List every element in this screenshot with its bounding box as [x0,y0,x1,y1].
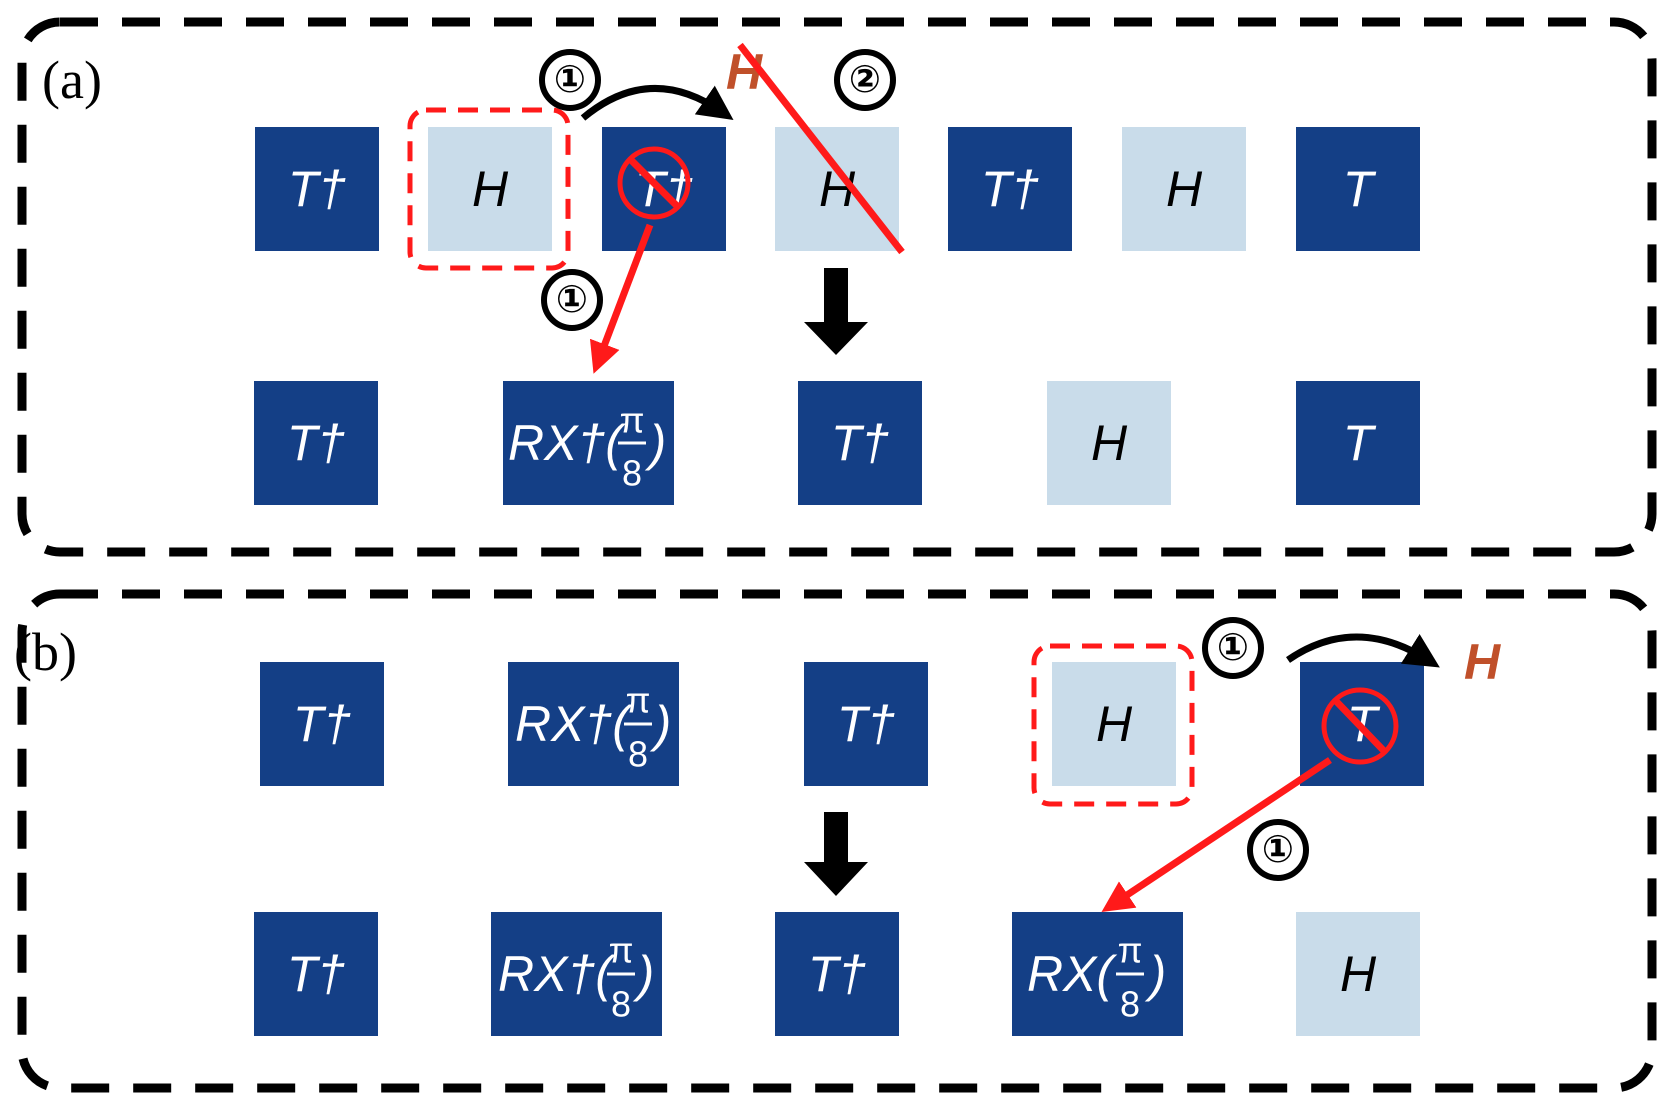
panel-b-forbid-icon [1321,687,1399,765]
panel-a-top-gate-4: T† [948,127,1072,251]
svg-text:T†: T† [808,946,867,1002]
svg-text:②: ② [849,59,881,101]
svg-text:T†: T† [287,946,346,1002]
svg-text:T†: T† [981,161,1040,217]
svg-text:8: 8 [1120,984,1140,1025]
panel-b-bottom-gate-4: H [1296,912,1420,1036]
svg-text:T†: T† [831,415,890,471]
panel-b-bottom-gate-3: RX( π 8 ) [1012,912,1183,1036]
svg-text:H: H [1166,161,1203,217]
panel-a-move-arrow [580,84,734,121]
panel-a-down-arrow [804,268,868,355]
panel-a-bottom-gate-3: H [1047,381,1171,505]
panel-a-top-gate-5: H [1122,127,1246,251]
panel-a-top-gate-1: H [428,127,552,251]
panel-b-label: (b) [14,622,77,682]
panel-a-forbid-icon [617,146,691,220]
svg-text:T: T [1343,161,1377,217]
svg-text:H: H [1091,415,1128,471]
panel-b-step-1-bottom: ① [1247,819,1309,881]
svg-text:8: 8 [628,734,648,775]
panel-b-bottom-gate-1: RX†( π 8 ) [491,912,662,1036]
panel-b-merge-arrow [1101,757,1332,912]
panel-b-top-gate-3: H [1052,662,1176,786]
svg-text:H: H [1340,946,1377,1002]
svg-text:): ) [1145,946,1167,1002]
panel-b-bottom-gate-2: T† [775,912,899,1036]
panel-a: (a) T† H T† H T† H T [17,17,1657,557]
panel-b-top-gate-0: T† [260,662,384,786]
panel-a-label: (a) [42,50,102,110]
svg-text:π: π [626,680,651,721]
panel-a-top-gate-0: T† [255,127,379,251]
panel-a-bottom-gate-4: T [1296,381,1420,505]
panel-a-step-1-bottom: ① [541,269,603,331]
panel-a-forbid-slash [627,156,681,210]
svg-text:T†: T† [837,696,896,752]
panel-b: (b) T† RX†( π 8 ) T† H T H [14,589,1657,1093]
panel-a-bottom-gate-0: T† [254,381,378,505]
svg-text:T†: T† [293,696,352,752]
panel-a-top-gate-6: T [1296,127,1420,251]
svg-text:T†: T† [288,161,347,217]
panel-b-selected-gate-box [1031,643,1195,807]
panel-a-bottom-gate-1: RX†( π 8 ) [503,381,674,505]
svg-text:①: ① [554,59,586,101]
panel-b-bottom-gate-0: T† [254,912,378,1036]
panel-b-forbid-slash [1332,697,1388,755]
svg-text:T: T [1343,415,1377,471]
panel-b-moved-h: H [1464,634,1501,690]
svg-text:8: 8 [611,984,631,1025]
svg-text:H: H [472,161,509,217]
svg-text:①: ① [556,279,588,321]
svg-text:RX†(: RX†( [498,946,616,1002]
svg-text:π: π [609,930,634,971]
svg-text:H: H [1096,696,1133,752]
panel-a-strike-line [737,42,905,255]
svg-text:T†: T† [287,415,346,471]
panel-a-bottom-gate-2: T† [798,381,922,505]
svg-text:): ) [633,946,655,1002]
panel-b-top-gate-1: RX†( π 8 ) [508,662,679,786]
svg-text:π: π [1118,930,1143,971]
panel-b-down-arrow [804,812,868,896]
panel-a-step-1-top: ① [539,49,601,111]
svg-text:①: ① [1217,627,1249,669]
panel-a-merge-arrow [589,223,654,374]
svg-text:): ) [645,415,667,471]
panel-b-step-1-top: ① [1202,617,1264,679]
panel-a-top-gate-3: H [775,127,899,251]
panel-a-step-2: ② [834,49,896,111]
svg-text:①: ① [1262,829,1294,871]
panel-b-frame [17,589,1657,1093]
panel-b-top-gate-2: T† [804,662,928,786]
svg-text:RX(: RX( [1027,946,1117,1002]
svg-text:π: π [620,400,645,441]
svg-text:): ) [650,696,672,752]
panel-b-move-arrow [1286,633,1440,668]
svg-text:8: 8 [622,453,642,494]
svg-text:RX†(: RX†( [515,696,633,752]
panel-a-selected-gate-box [407,107,571,271]
svg-text:RX†(: RX†( [508,415,626,471]
panel-a-frame [17,17,1657,557]
